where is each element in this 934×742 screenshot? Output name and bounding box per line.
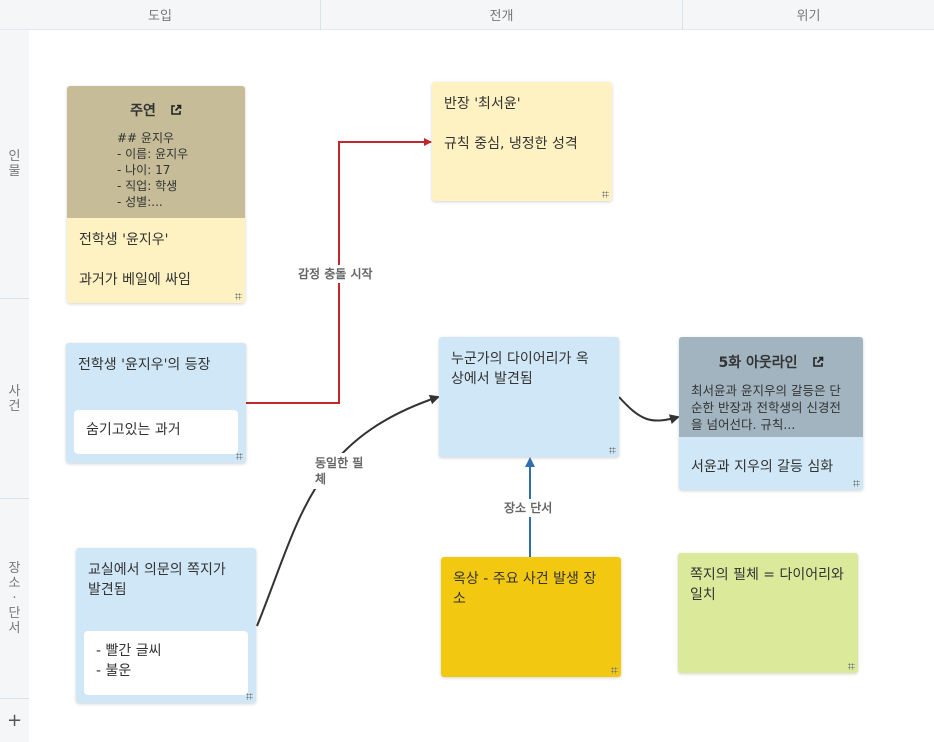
card-diary-found[interactable]: 누군가의 다이어리가 옥 상에서 발견됨: [439, 337, 619, 457]
embed-content: 최서윤과 윤지우의 갈등은 단 순한 반장과 전학생의 신경전 을 넘어선다. …: [691, 383, 841, 432]
resize-handle[interactable]: [235, 293, 242, 300]
embedded-note-outline[interactable]: 5화 아웃라인 최서윤과 윤지우의 갈등은 단 순한 반장과 전학생의 신경전 …: [679, 337, 863, 437]
card-text: 교실에서 의문의 쪽지가 발견됨: [88, 562, 226, 598]
embed-content: ## 윤지우 - 이름: 윤지우 - 나이: 17 - 직업: 학생 - 성별:…: [117, 131, 189, 209]
embed-title-text: 5화 아웃라인: [718, 355, 798, 371]
resize-handle[interactable]: [609, 447, 616, 454]
row-label: 장소·단서: [8, 561, 21, 636]
external-link-icon[interactable]: [812, 356, 824, 368]
embed-title: 주연: [67, 100, 245, 120]
embed-title-text: 주연: [130, 103, 156, 119]
column-header-intro[interactable]: 도입: [0, 0, 321, 30]
edge-label-line: 동일한 필: [315, 456, 364, 470]
edge-diary-outline: [618, 396, 680, 425]
resize-handle[interactable]: [602, 191, 609, 198]
card-inner-note: - 빨간 글씨 - 불운: [84, 631, 248, 695]
card-inner-note: 숨기고있는 과거: [74, 410, 238, 454]
row-header-characters[interactable]: 인물: [0, 30, 29, 299]
edge-label-conflict[interactable]: 감정 충돌 시작: [296, 265, 375, 283]
row-label: 사건: [8, 383, 21, 414]
edge-label-handwriting[interactable]: 동일한 필 체: [313, 453, 366, 489]
column-label: 전개: [489, 9, 514, 24]
resize-handle[interactable]: [853, 480, 860, 487]
card-text: 전학생 '윤지우' 과거가 베일에 싸임: [79, 232, 191, 288]
card-text: 쪽지의 필체 = 다이어리와 일치: [690, 567, 844, 603]
card-handwriting-match[interactable]: 쪽지의 필체 = 다이어리와 일치: [678, 553, 858, 673]
card-rooftop[interactable]: 옥상 - 주요 사건 발생 장 소: [441, 557, 621, 677]
card-text: 서윤과 지우의 갈등 심화: [691, 459, 834, 475]
column-header-crisis[interactable]: 위기: [683, 0, 934, 30]
row-header-places-clues[interactable]: 장소·단서: [0, 499, 29, 699]
card-text: 전학생 '윤지우'의 등장: [78, 357, 211, 373]
external-link-icon[interactable]: [170, 104, 182, 116]
card-protagonist[interactable]: 주연 ## 윤지우 - 이름: 윤지우 - 나이: 17 - 직업: 학생 - …: [67, 86, 245, 303]
add-row-button[interactable]: +: [0, 699, 29, 742]
card-text: 옥상 - 주요 사건 발생 장 소: [453, 571, 597, 607]
resize-handle[interactable]: [236, 453, 243, 460]
card-episode-outline[interactable]: 5화 아웃라인 최서윤과 윤지우의 갈등은 단 순한 반장과 전학생의 신경전 …: [679, 337, 863, 490]
edge-label-line: 체: [315, 472, 327, 486]
embed-title: 5화 아웃라인: [679, 352, 863, 372]
card-transfer-arrival[interactable]: 전학생 '윤지우'의 등장 숨기고있는 과거: [66, 343, 246, 463]
embedded-note-protagonist[interactable]: 주연 ## 윤지우 - 이름: 윤지우 - 나이: 17 - 직업: 학생 - …: [67, 86, 245, 218]
column-header-development[interactable]: 전개: [321, 0, 683, 30]
edge-label-place-clue[interactable]: 장소 단서: [502, 499, 555, 517]
card-text: 반장 '최서윤' 규칙 중심, 냉정한 성격: [444, 96, 578, 152]
row-header-events[interactable]: 사건: [0, 299, 29, 499]
row-label: 인물: [8, 149, 21, 179]
resize-handle[interactable]: [611, 667, 618, 674]
card-text: 누군가의 다이어리가 옥 상에서 발견됨: [451, 351, 589, 387]
column-label: 도입: [148, 9, 172, 24]
resize-handle[interactable]: [246, 693, 253, 700]
column-label: 위기: [796, 9, 821, 24]
card-class-president[interactable]: 반장 '최서윤' 규칙 중심, 냉정한 성격: [432, 82, 612, 201]
resize-handle[interactable]: [848, 663, 855, 670]
edge-handwriting: [256, 394, 440, 627]
card-mystery-note[interactable]: 교실에서 의문의 쪽지가 발견됨 - 빨간 글씨 - 불운: [76, 548, 256, 703]
